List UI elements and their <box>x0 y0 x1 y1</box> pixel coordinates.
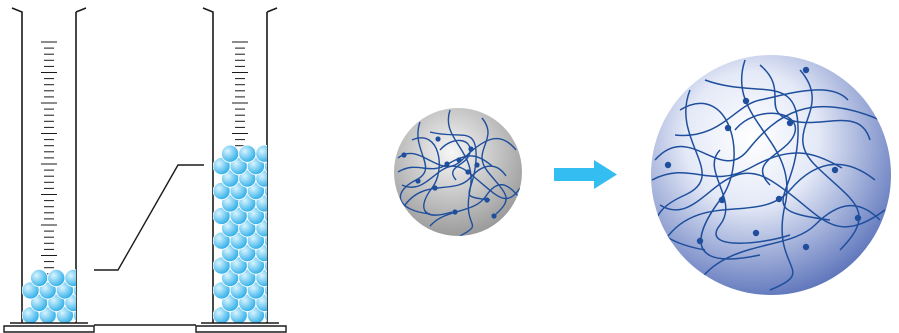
large-gel-sphere <box>651 55 891 295</box>
crosslink-node <box>415 178 420 183</box>
crosslink-node <box>484 197 489 202</box>
crosslink-node <box>435 136 440 141</box>
left-bead-stack <box>22 269 91 324</box>
crosslink-node <box>743 98 749 104</box>
crosslink-node <box>776 196 782 202</box>
crosslink-node <box>474 162 479 167</box>
crosslink-node <box>665 162 671 168</box>
left-cylinder-base <box>4 326 94 332</box>
crosslink-node <box>452 209 457 214</box>
crosslink-node <box>725 125 731 131</box>
crosslink-node <box>432 185 437 190</box>
crosslink-node <box>697 238 703 244</box>
crosslink-node <box>468 146 473 151</box>
right-cylinder-base <box>196 326 286 332</box>
right-bead-stack <box>213 145 282 324</box>
left-scale-ticks <box>41 42 57 298</box>
bead-icon <box>48 269 65 286</box>
bead-icon <box>256 145 273 162</box>
crosslink-node <box>491 213 496 218</box>
crosslink-node <box>444 161 449 166</box>
crosslink-node <box>832 167 838 173</box>
crosslink-node <box>803 67 809 73</box>
crosslink-node <box>719 197 725 203</box>
bead-icon <box>239 145 256 162</box>
crosslink-node <box>465 169 470 174</box>
bead-icon <box>222 145 239 162</box>
crosslink-node <box>401 152 406 157</box>
level-connector <box>94 165 204 325</box>
right-arrow-icon <box>554 160 617 189</box>
fill-level-connector-line <box>94 165 204 270</box>
left-cylinder <box>4 8 94 332</box>
right-cylinder <box>196 8 286 332</box>
small-gel-sphere <box>394 108 522 236</box>
crosslink-node <box>787 120 793 126</box>
bead-icon <box>65 269 82 286</box>
crosslink-node <box>456 157 461 162</box>
crosslink-node <box>855 215 861 221</box>
crosslink-node <box>753 230 759 236</box>
crosslink-node <box>803 244 809 250</box>
bead-icon <box>30 269 47 286</box>
